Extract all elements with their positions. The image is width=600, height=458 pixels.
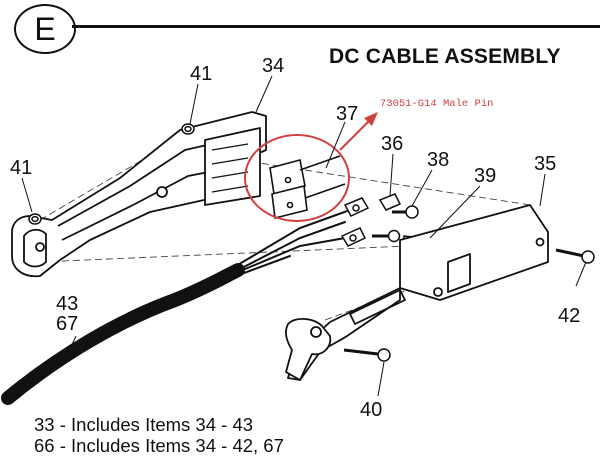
screw-41-top bbox=[181, 123, 195, 135]
callout-40: 40 bbox=[360, 399, 383, 421]
legend-line: 66 - Includes Items 34 - 42, 67 bbox=[34, 435, 284, 456]
clip-36 bbox=[378, 193, 402, 211]
dc-cable bbox=[1, 209, 351, 405]
callout-34: 34 bbox=[262, 55, 285, 77]
screw-38 bbox=[372, 205, 419, 243]
screw-41-left bbox=[28, 213, 42, 225]
callout-67: 67 bbox=[56, 313, 79, 335]
handle-half-35 bbox=[285, 204, 549, 381]
screw-40 bbox=[343, 348, 391, 362]
callout-43: 43 bbox=[56, 293, 79, 315]
callout-38: 38 bbox=[427, 149, 450, 171]
callout-36: 36 bbox=[381, 133, 404, 155]
callout-41-left: 41 bbox=[10, 157, 33, 179]
male-pin-37 bbox=[269, 155, 346, 219]
callout-42: 42 bbox=[558, 305, 581, 327]
ring-terminals bbox=[340, 197, 370, 247]
callout-37: 37 bbox=[336, 103, 359, 125]
handle-half-34 bbox=[11, 111, 267, 278]
highlight-circle bbox=[244, 112, 378, 222]
leader-lines bbox=[21, 75, 587, 397]
screw-42 bbox=[555, 248, 595, 264]
callout-41-top: 41 bbox=[190, 63, 213, 85]
callout-39: 39 bbox=[474, 165, 497, 187]
header-rule bbox=[72, 25, 600, 28]
legend-line: 33 - Includes Items 34 - 43 bbox=[34, 414, 254, 435]
section-badge: E bbox=[14, 4, 76, 54]
includes-legend: 33 - Includes Items 34 - 43 66 - Include… bbox=[34, 414, 284, 456]
callout-35: 35 bbox=[534, 153, 557, 175]
section-letter: E bbox=[34, 10, 56, 47]
part-note: 73051-G14 Male Pin bbox=[380, 98, 494, 110]
diagram-title: DC CABLE ASSEMBLY bbox=[329, 45, 561, 68]
